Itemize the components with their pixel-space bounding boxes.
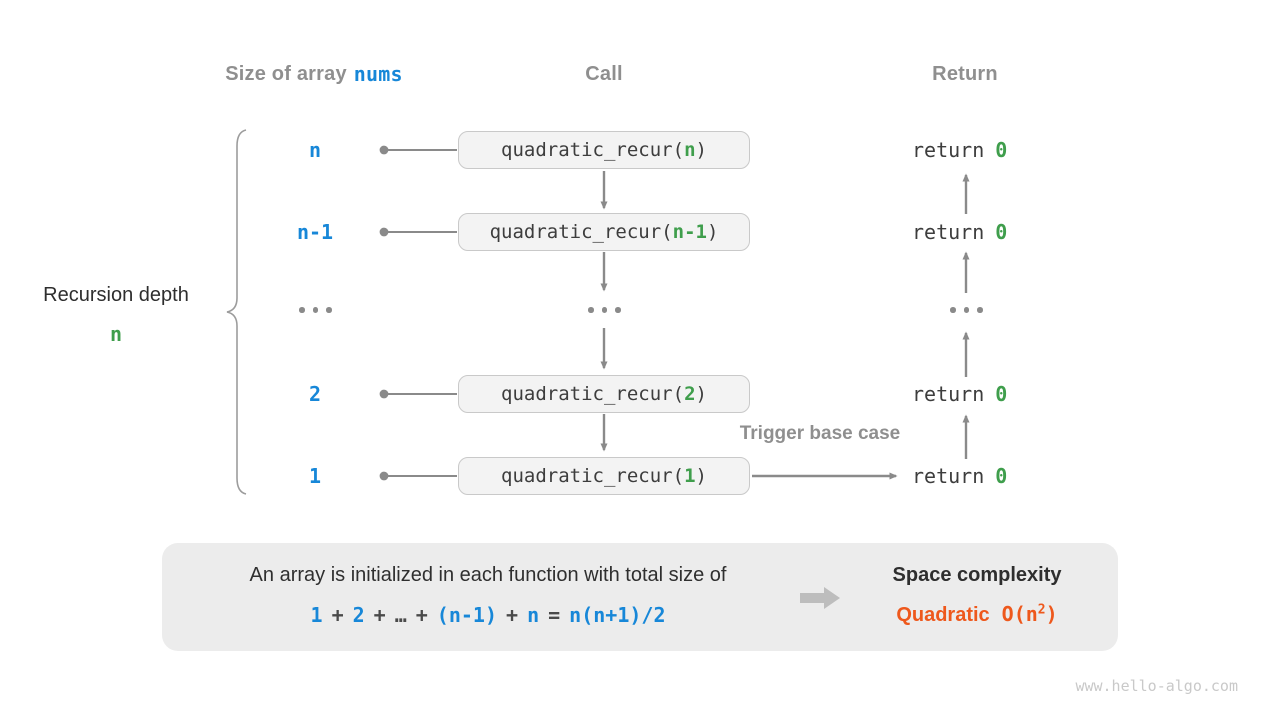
complexity-notation: O(n2) bbox=[1001, 602, 1058, 626]
complexity-word: Quadratic bbox=[896, 604, 990, 626]
call-box-2: quadratic_recur(2) bbox=[458, 375, 750, 413]
size-header-code: nums bbox=[353, 62, 403, 86]
call-box-n-1: quadratic_recur(n-1) bbox=[458, 213, 750, 251]
formula-token: 1 bbox=[310, 603, 323, 627]
ellipsis-icon bbox=[299, 306, 332, 314]
call-code-suffix: ) bbox=[695, 139, 707, 161]
call-code-prefix: quadratic_recur( bbox=[489, 221, 673, 243]
formula-token: … bbox=[394, 603, 407, 627]
return-value: 0 bbox=[995, 464, 1008, 488]
call-code-prefix: quadratic_recur( bbox=[501, 139, 685, 161]
summary-formula: 1 + 2 + … + (n-1) + n = n(n+1)/2 bbox=[180, 603, 796, 627]
call-code-arg: 1 bbox=[684, 465, 696, 487]
return-statement-1: return 0 bbox=[912, 462, 1007, 490]
summary-panel: An array is initialized in each function… bbox=[162, 543, 1118, 651]
space-complexity-value: Quadratic O(n2) bbox=[857, 602, 1097, 627]
return-statement-2: return 0 bbox=[912, 380, 1007, 408]
size-label-n-1: n-1 bbox=[296, 220, 334, 244]
return-value: 0 bbox=[995, 138, 1008, 162]
return-value: 0 bbox=[995, 382, 1008, 406]
formula-token: n bbox=[527, 603, 540, 627]
space-complexity-title: Space complexity bbox=[892, 564, 1062, 586]
formula-token: + bbox=[331, 603, 344, 627]
call-box-n: quadratic_recur(n) bbox=[458, 131, 750, 169]
return-statement-n-1: return 0 bbox=[912, 218, 1007, 246]
call-code-prefix: quadratic_recur( bbox=[501, 465, 685, 487]
column-header-call: Call bbox=[585, 62, 623, 85]
return-statement-n: return 0 bbox=[912, 136, 1007, 164]
return-keyword: return bbox=[912, 464, 985, 488]
watermark: www.hello-algo.com bbox=[1075, 677, 1238, 695]
return-keyword: return bbox=[912, 220, 985, 244]
formula-token: n(n+1)/2 bbox=[569, 603, 666, 627]
formula-token: + bbox=[373, 603, 386, 627]
column-header-return: Return bbox=[932, 62, 998, 85]
call-code-suffix: ) bbox=[695, 383, 707, 405]
call-code-arg: n bbox=[684, 139, 696, 161]
call-code-suffix: ) bbox=[695, 465, 707, 487]
call-box-1: quadratic_recur(1) bbox=[458, 457, 750, 495]
return-keyword: return bbox=[912, 138, 985, 162]
formula-token: (n-1) bbox=[436, 603, 498, 627]
return-value: 0 bbox=[995, 220, 1008, 244]
ellipsis-icon bbox=[588, 306, 621, 314]
recursion-depth-value: n bbox=[109, 322, 123, 346]
call-code-prefix: quadratic_recur( bbox=[501, 383, 685, 405]
formula-token: + bbox=[415, 603, 428, 627]
call-code-arg: 2 bbox=[684, 383, 696, 405]
formula-token: = bbox=[548, 603, 561, 627]
column-header-size: Size of array nums bbox=[184, 60, 444, 88]
size-label-1: 1 bbox=[308, 464, 322, 488]
call-code-suffix: ) bbox=[706, 221, 719, 243]
return-keyword: return bbox=[912, 382, 985, 406]
size-header-label: Size of array bbox=[225, 62, 347, 85]
call-code-arg: n-1 bbox=[672, 221, 707, 243]
recursion-depth-label: Recursion depth bbox=[43, 284, 189, 306]
trigger-base-case-label: Trigger base case bbox=[739, 423, 901, 444]
row-connectors bbox=[379, 145, 457, 481]
size-label-n: n bbox=[308, 138, 322, 162]
brace bbox=[226, 129, 247, 495]
ellipsis-icon bbox=[950, 306, 983, 314]
formula-token: + bbox=[506, 603, 519, 627]
formula-token: 2 bbox=[352, 603, 365, 627]
right-block-arrow-icon bbox=[800, 587, 840, 609]
size-label-2: 2 bbox=[308, 382, 322, 406]
summary-sentence: An array is initialized in each function… bbox=[249, 564, 727, 586]
